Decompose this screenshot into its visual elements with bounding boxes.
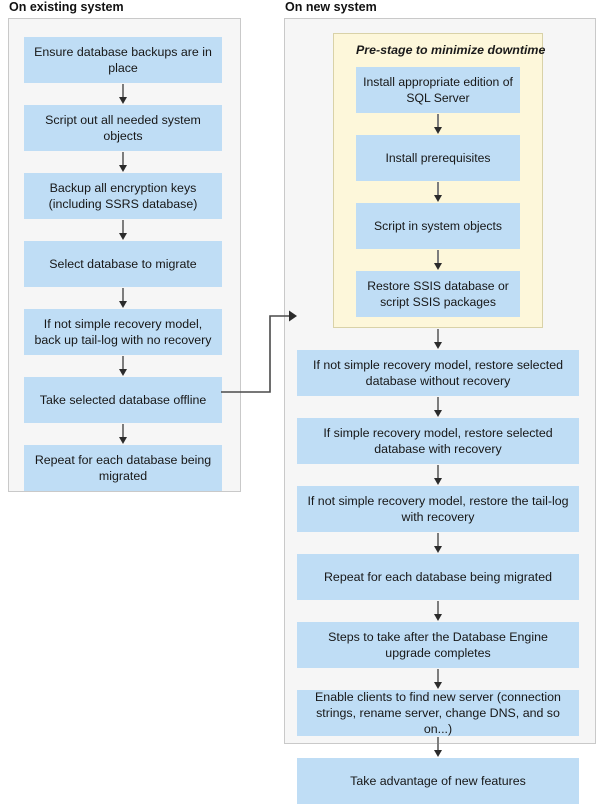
step-take-advantage-new-features[interactable]: Take advantage of new features (297, 758, 579, 804)
group-pre-stage-title: Pre-stage to minimize downtime (356, 43, 546, 57)
column-title-existing: On existing system (9, 0, 124, 14)
panel-new-system: Pre-stage to minimize downtime Install a… (284, 18, 596, 804)
step-backup-encryption-keys[interactable]: Backup all encryption keys (including SS… (24, 173, 222, 219)
arrow-down-icon (24, 287, 222, 309)
arrow-down-icon (297, 668, 579, 690)
step-take-database-offline[interactable]: Take selected database offline (24, 377, 222, 423)
column-on-new-system: On new system Pre-stage to minimize down… (284, 0, 596, 804)
arrow-down-icon (356, 181, 520, 203)
step-select-database-to-migrate[interactable]: Select database to migrate (24, 241, 222, 287)
step-restore-ssis-database[interactable]: Restore SSIS database or script SSIS pac… (356, 271, 520, 317)
step-enable-clients-find-new-server[interactable]: Enable clients to find new server (conne… (297, 690, 579, 736)
step-install-sql-server-edition[interactable]: Install appropriate edition of SQL Serve… (356, 67, 520, 113)
flowchart-existing-steps: Ensure database backups are in place Scr… (24, 37, 222, 491)
arrow-down-icon (356, 249, 520, 271)
step-backup-tail-log-no-recovery[interactable]: If not simple recovery model, back up ta… (24, 309, 222, 355)
step-ensure-database-backups[interactable]: Ensure database backups are in place (24, 37, 222, 83)
step-repeat-for-each-database-new[interactable]: Repeat for each database being migrated (297, 554, 579, 600)
step-restore-without-recovery[interactable]: If not simple recovery model, restore se… (297, 350, 579, 396)
step-restore-tail-log-with-recovery[interactable]: If not simple recovery model, restore th… (297, 486, 579, 532)
arrow-down-icon (297, 328, 579, 350)
arrow-down-icon (297, 396, 579, 418)
arrow-down-icon (297, 464, 579, 486)
column-on-existing-system: On existing system Ensure database backu… (8, 0, 241, 492)
arrow-down-icon (297, 736, 579, 758)
step-post-upgrade-steps[interactable]: Steps to take after the Database Engine … (297, 622, 579, 668)
step-install-prerequisites[interactable]: Install prerequisites (356, 135, 520, 181)
column-title-new: On new system (285, 0, 377, 14)
step-repeat-for-each-database[interactable]: Repeat for each database being migrated (24, 445, 222, 491)
step-script-out-system-objects[interactable]: Script out all needed system objects (24, 105, 222, 151)
step-restore-with-recovery[interactable]: If simple recovery model, restore select… (297, 418, 579, 464)
arrow-down-icon (24, 83, 222, 105)
arrow-down-icon (356, 113, 520, 135)
arrow-down-icon (297, 600, 579, 622)
arrow-down-icon (24, 151, 222, 173)
arrow-down-icon (24, 355, 222, 377)
step-script-in-system-objects[interactable]: Script in system objects (356, 203, 520, 249)
arrow-down-icon (297, 532, 579, 554)
panel-existing-system: Ensure database backups are in place Scr… (8, 18, 241, 492)
arrow-down-icon (24, 219, 222, 241)
flowchart-new-steps: Pre-stage to minimize downtime Install a… (297, 33, 579, 804)
group-pre-stage: Pre-stage to minimize downtime Install a… (333, 33, 546, 328)
arrow-down-icon (24, 423, 222, 445)
